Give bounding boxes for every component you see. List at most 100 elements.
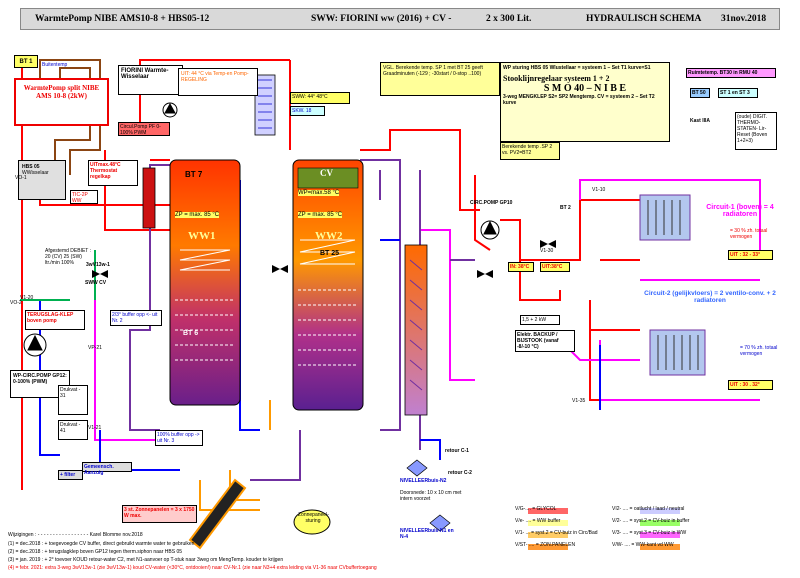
uitmax-label: UITmax.48°C Thermostat regelkap: [88, 160, 138, 186]
zon-sturing-shape: [293, 509, 331, 535]
buitentemp-label: Buitentemp: [42, 62, 68, 68]
note-3-text: = jan. 2019 : + 2° toevoer KOUD retour-w…: [15, 557, 284, 563]
terugslag-label: TERUGSLAG-KLEP boven pomp: [25, 310, 85, 330]
title-part3: 2 x 300 Lit.: [486, 14, 532, 24]
vo1-label: VO-1: [15, 175, 27, 181]
title-part1: WarmtePomp NIBE AMS10-8 + HBS05-12: [35, 14, 210, 24]
wp-box: WarmtePomp split NIBE AMS 10-8 (2kW): [14, 78, 109, 126]
legend-syst2: V/1- ... = syst.2 = CV-buiz in Circ/Bad: [515, 530, 598, 536]
sww-cv-label: SWW CV: [85, 280, 107, 286]
coil-element: [142, 167, 156, 229]
legend-syst3: V/3- .... = syst.3 = CV-buiz in WW: [612, 530, 687, 536]
legend-lucht: VI2- .... = oatlucht / laad / neutral: [612, 506, 685, 512]
hbs-title: HBS 05: [22, 164, 40, 170]
fiorini-circ: Circul.Pomp PF 0-100% PWM: [118, 122, 170, 136]
filter-label: + filter: [58, 470, 83, 480]
note-2: (2) = dec.2018 : + terugslagklep boven G…: [8, 549, 182, 555]
gemeen-label: Gemeensch. Aanzuig: [82, 462, 132, 476]
title-bar: WarmtePomp NIBE AMS10-8 + HBS05-12 SWW: …: [20, 8, 780, 30]
tank-ww2: [292, 159, 364, 411]
st1-label: ST 1 en ST 3: [718, 88, 758, 98]
note-1-text: = dec.2018 : + toegevoegde CV buffer, di…: [15, 541, 195, 547]
wp-max-label: WP=max.58 °C: [298, 190, 340, 196]
bt50-label: BT 50: [690, 88, 710, 98]
uit-temp: UIT:38°C: [540, 262, 570, 272]
fiorini-label: FIORINI Warmte-Wisselaar: [118, 65, 183, 95]
smo-text: S M O 40 – N I B E: [543, 83, 627, 94]
vo2-label: VO-2: [10, 300, 22, 306]
skw-temp: SKW. 18: [290, 106, 325, 116]
in-temp: IN: 38°C: [508, 262, 534, 272]
bt2-label: BT 2: [560, 205, 571, 211]
ruimte-box: Ruimtetemp. BT30 in RMU 40: [686, 68, 776, 78]
diamond-exchangers: [406, 459, 451, 532]
elek-label: Elektr. BACKUP / BIJSTOOK (vanaf -8/-10 …: [515, 330, 575, 352]
solar-panel: [188, 478, 247, 550]
ww2-label: WW2: [315, 230, 343, 242]
legend-wwkant: V/W- .... = WW-kant vd WW: [612, 542, 674, 548]
note-3: (3) = jan. 2019 : + 2° toevoer KOUD reto…: [8, 557, 284, 563]
zp2-label: ZP = max. 85 °C: [298, 212, 343, 218]
v110-label: V1-10: [592, 187, 606, 193]
legend-glycol: V/G-.... = GLYCOL: [515, 506, 557, 512]
notes-header: Wijzigingen : - - - - - - - - - - - - - …: [8, 532, 143, 538]
zonstur-label: Zonnepaneel-sturing: [298, 512, 329, 524]
v120-label: V1-20: [20, 295, 34, 301]
tic-label: TIC-2P WW: [70, 190, 98, 204]
wpsturing-text: WP sturing HBS 05 Wlustellaar = systeem …: [503, 65, 651, 71]
zon-label: 3 st. Zonnepanelen = 3 x 1750 W max.: [122, 505, 197, 523]
bt25-label: BT 25: [320, 250, 340, 257]
vp-label: VP-21: [88, 345, 102, 351]
circuit1-title: Circuit-1 (boven) = 4 radiatoren: [706, 204, 774, 218]
circuit1-pct: = 30 % zh. totaal vermogen: [730, 228, 768, 240]
hbs-box: HBS 05 WWisselaar: [18, 160, 66, 200]
niv3-label: NIVELLEERbuis-N1 en N-4: [400, 528, 454, 540]
fiorini-plates: [254, 74, 276, 136]
legend-wwbuffer: V/e- .... = WW buffer: [515, 518, 561, 524]
title-part2: SWW: FIORINI ww (2016) + CV -: [311, 14, 452, 24]
buffer-label: 2/3° buffer opp <- uit Nr. 2: [110, 310, 162, 326]
gp10-label: CIRC.POMP GP10: [470, 200, 513, 206]
circuit2-pct: = 70 % zh. totaal vermogen: [740, 345, 778, 357]
cv-label: CV: [320, 168, 333, 178]
buffer2-label: 100% buffer opp -> uit Nr. 3: [155, 430, 203, 446]
retour2-label: retour C-2: [448, 470, 472, 476]
fiorini-uit: UIT: 44 °C via Temp-en Pomp-REGELING: [178, 68, 258, 96]
circuit2-title: Circuit-2 (gelijkvloers) = 2 ventilo-con…: [644, 290, 776, 304]
nivelleerbuis: [404, 244, 428, 416]
bt6-label: BT 6: [183, 330, 199, 337]
legend-zon: V/ST- .... = ZON.PANELEN: [515, 542, 576, 548]
digit-label: (oude) DIGIT. THERMO-STATEN- Lir-Reset (…: [735, 112, 777, 150]
title-part4: HYDRAULISCH SCHEMA: [586, 14, 702, 24]
note-4-text: = febr. 2021: extra 3-weg 3wV13w-1 (zie …: [15, 565, 377, 571]
doorsnede-label: Doorsnede: 10 x 10 cm met intern voorzet: [400, 490, 462, 502]
tank-ww1: [169, 159, 241, 406]
ww1-label: WW1: [188, 230, 216, 242]
circuit2-uit: UIT : 30 . 32°: [728, 380, 773, 390]
radiator-2: [649, 329, 706, 376]
hbs-sub: WWisselaar: [22, 170, 49, 176]
bt1-label: BT 1: [14, 55, 38, 68]
v135-label: V1-35: [572, 398, 586, 404]
note-1: (1) = dec.2018 : + toegevoegde CV buffer…: [8, 541, 195, 547]
drukvat-label: Drukvat - 31: [58, 385, 88, 415]
kast-label: Kast IIIA: [690, 118, 711, 124]
legend-buffer: V/2- .... = syst.2 = CV-buiz in buffer: [612, 518, 690, 524]
berekende-box: Berekende temp .SP 2 vs. PV2=BT2: [500, 142, 560, 160]
note-4: (4) = febr. 2021: extra 3-weg 3wV13w-1 (…: [8, 565, 377, 571]
zp1-label: ZP = max. 85 °C: [175, 212, 220, 218]
wp-title: WarmtePomp split NIBE AMS 10-8 (2kW): [23, 84, 100, 100]
pump-fiorini: [162, 102, 178, 118]
vgl-box: VGL. Berekende temp. SP 1 met BT 25 geef…: [380, 62, 500, 96]
radiator-1: [639, 194, 691, 241]
stook-text: Stooklijnregelaar systeem 1 + 2: [503, 74, 610, 83]
niv2-label: NIVELLEERbuis-N2: [400, 478, 447, 484]
mengklep-text: 3-weg MENGKLEP S2= SP2 Mengtemp. CV = sy…: [503, 94, 655, 106]
circuit1-uit: UIT : 32 - 33°: [728, 250, 773, 260]
retour1-label: retour C-1: [445, 448, 469, 454]
v130-label: V1-30: [540, 248, 554, 254]
sww-temp: SWW: 44° 48°C: [290, 92, 350, 104]
drukvat2-label: Drukvat - 41: [58, 420, 88, 440]
pump-gp12: [23, 333, 47, 357]
v121-label: V1-21: [88, 425, 102, 431]
